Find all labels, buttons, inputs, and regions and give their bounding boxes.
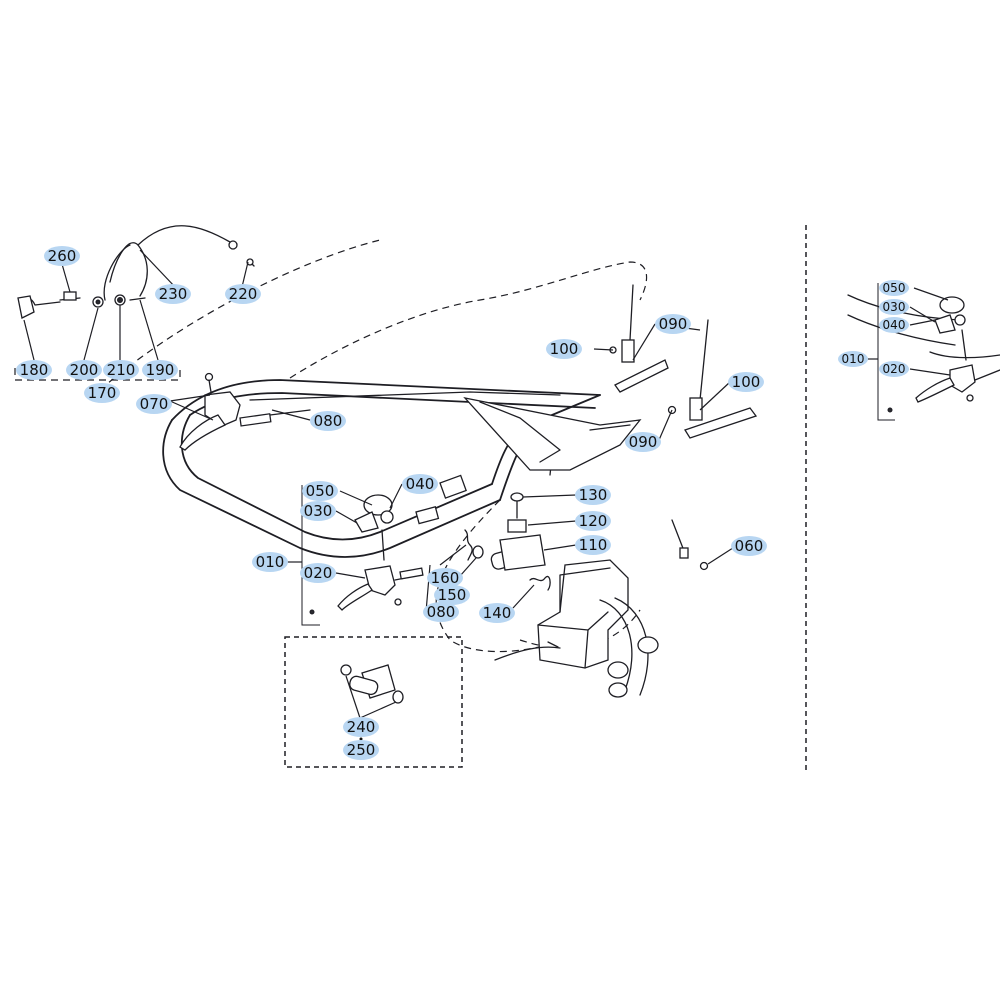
label-010: 010 <box>252 552 288 572</box>
svg-text:240: 240 <box>347 718 376 736</box>
label-150: 150 <box>434 585 470 605</box>
label-250: 250 <box>343 740 379 760</box>
label-080-top: 080 <box>310 411 346 431</box>
svg-text:010: 010 <box>256 553 285 571</box>
svg-text:090: 090 <box>659 315 688 333</box>
svg-text:010: 010 <box>842 352 865 366</box>
label-030: 030 <box>300 501 336 521</box>
svg-text:150: 150 <box>438 586 467 604</box>
label-110: 110 <box>575 535 611 555</box>
leader-lines <box>23 249 951 719</box>
svg-text:030: 030 <box>883 300 906 314</box>
svg-text:070: 070 <box>140 395 169 413</box>
transmission-block <box>494 559 659 698</box>
right-inset <box>805 225 1000 770</box>
label-120: 120 <box>575 511 611 531</box>
part-labels: 260 230 220 180 200 210 190 170 070 080 … <box>16 246 909 760</box>
throttle-cable-assembly <box>14 225 255 381</box>
svg-text:130: 130 <box>579 486 608 504</box>
svg-text:200: 200 <box>70 361 99 379</box>
svg-text:050: 050 <box>306 482 335 500</box>
label-050: 050 <box>302 481 338 501</box>
label-240: 240 <box>343 717 379 737</box>
svg-text:190: 190 <box>146 361 175 379</box>
label-140: 140 <box>479 603 515 623</box>
cable-end-brackets <box>609 284 758 439</box>
dot-separator <box>359 737 363 741</box>
svg-text:100: 100 <box>732 373 761 391</box>
svg-text:080: 080 <box>427 603 456 621</box>
label-080-bottom: 080 <box>423 602 459 622</box>
label-060: 060 <box>731 536 767 556</box>
label-040: 040 <box>402 474 438 494</box>
label-210: 210 <box>103 360 139 380</box>
label-100-left: 100 <box>546 339 582 359</box>
svg-text:080: 080 <box>314 412 343 430</box>
svg-text:110: 110 <box>579 536 608 554</box>
svg-text:120: 120 <box>579 512 608 530</box>
svg-text:180: 180 <box>20 361 49 379</box>
label-070: 070 <box>136 394 172 414</box>
svg-text:020: 020 <box>883 362 906 376</box>
svg-text:220: 220 <box>229 285 258 303</box>
label-090-bottom: 090 <box>625 432 661 452</box>
label-020: 020 <box>300 563 336 583</box>
label-200: 200 <box>66 360 102 380</box>
clutch-lever-assembly <box>179 372 311 451</box>
svg-text:210: 210 <box>107 361 136 379</box>
svg-text:060: 060 <box>735 537 764 555</box>
label-180: 180 <box>16 360 52 380</box>
spring-and-bushing-parts <box>464 492 709 591</box>
svg-text:140: 140 <box>483 604 512 622</box>
label-220: 220 <box>225 284 261 304</box>
label-160: 160 <box>427 568 463 588</box>
label-230: 230 <box>155 284 191 304</box>
label-170: 170 <box>84 383 120 403</box>
svg-text:090: 090 <box>629 433 658 451</box>
svg-text:020: 020 <box>304 564 333 582</box>
svg-text:040: 040 <box>883 318 906 332</box>
svg-text:230: 230 <box>159 285 188 303</box>
inset-label-020: 020 <box>879 361 909 377</box>
label-260: 260 <box>44 246 80 266</box>
svg-text:170: 170 <box>88 384 117 402</box>
inset-label-010: 010 <box>838 351 868 367</box>
label-100-right: 100 <box>728 372 764 392</box>
svg-text:050: 050 <box>883 281 906 295</box>
inset-label-050: 050 <box>879 280 909 296</box>
inset-label-040: 040 <box>879 317 909 333</box>
inset-label-030: 030 <box>879 299 909 315</box>
label-190: 190 <box>142 360 178 380</box>
bushing-detail-box <box>284 636 463 768</box>
svg-text:160: 160 <box>431 569 460 587</box>
svg-text:040: 040 <box>406 475 435 493</box>
label-090-top: 090 <box>655 314 691 334</box>
label-130: 130 <box>575 485 611 505</box>
svg-text:030: 030 <box>304 502 333 520</box>
svg-text:250: 250 <box>347 741 376 759</box>
svg-text:100: 100 <box>550 340 579 358</box>
svg-text:260: 260 <box>48 247 77 265</box>
